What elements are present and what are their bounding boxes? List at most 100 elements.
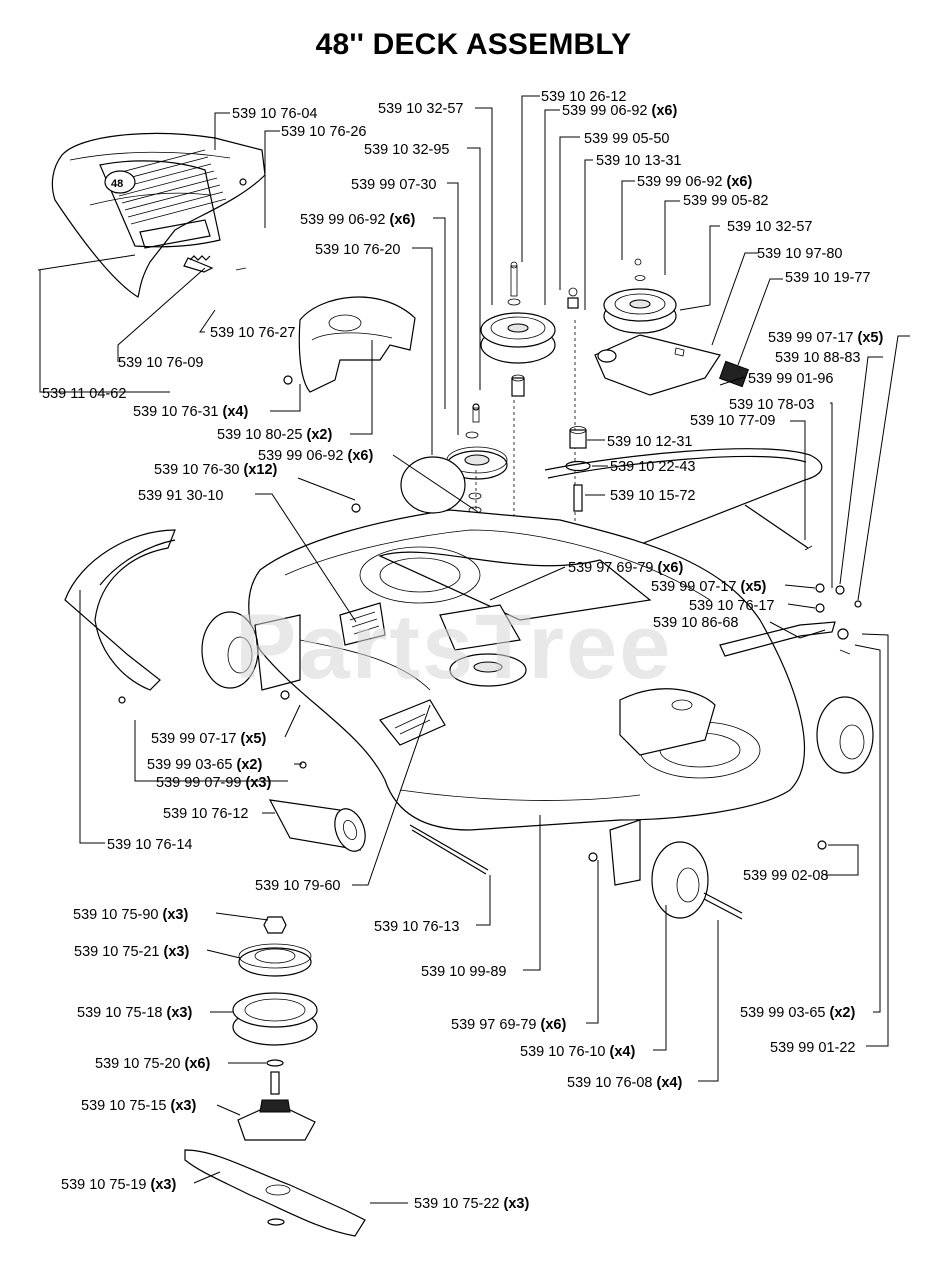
part-callout-c1: 539 10 76-04 xyxy=(232,106,317,122)
part-number: 539 99 06-92 xyxy=(562,103,647,119)
part-callout-c52: 539 10 76-10 (x4) xyxy=(520,1044,635,1060)
part-number: 539 10 32-95 xyxy=(364,142,449,158)
part-callout-c14: 539 10 76-20 xyxy=(315,242,400,258)
part-callout-c20: 539 10 88-83 xyxy=(775,350,860,366)
part-callout-c10: 539 99 06-92 (x6) xyxy=(637,174,752,190)
part-number: 539 99 05-50 xyxy=(584,131,669,147)
part-number: 539 99 03-65 xyxy=(147,757,232,773)
part-quantity: (x4) xyxy=(652,1075,682,1091)
part-callout-c11: 539 99 05-82 xyxy=(683,193,768,209)
part-number: 539 10 76-10 xyxy=(520,1044,605,1060)
part-callout-c17: 539 10 76-27 xyxy=(210,325,295,341)
part-callout-c29: 539 10 22-43 xyxy=(610,459,695,475)
part-quantity: (x3) xyxy=(499,1196,529,1212)
part-number: 539 10 22-43 xyxy=(610,459,695,475)
leader-lines xyxy=(39,95,910,1204)
part-quantity: (x2) xyxy=(825,1005,855,1021)
part-callout-c22: 539 11 04-62 xyxy=(42,386,126,402)
part-callout-c41: 539 10 76-14 xyxy=(107,837,192,853)
discharge-chute-cover: 48 xyxy=(37,132,266,298)
part-quantity: (x6) xyxy=(722,174,752,190)
anti-scalp-roller xyxy=(268,799,366,852)
part-callout-c23: 539 10 76-31 (x4) xyxy=(133,404,248,420)
part-callout-c55: 539 10 76-08 (x4) xyxy=(567,1075,682,1091)
deck-badge-emblem xyxy=(104,170,136,194)
part-number: 539 10 75-15 xyxy=(81,1098,166,1114)
part-quantity: (x6) xyxy=(653,560,683,576)
part-callout-c5: 539 99 06-92 (x6) xyxy=(562,103,677,119)
hardware xyxy=(118,375,827,862)
part-callout-c53: 539 99 01-22 xyxy=(770,1040,855,1056)
part-callout-c39: 539 99 07-99 (x3) xyxy=(156,775,271,791)
part-number: 539 10 88-83 xyxy=(775,350,860,366)
part-quantity: (x5) xyxy=(736,579,766,595)
part-number: 539 10 75-19 xyxy=(61,1177,146,1193)
part-callout-c30: 539 10 76-30 (x12) xyxy=(154,462,278,478)
belt-guard-left xyxy=(298,296,416,393)
part-quantity: (x3) xyxy=(146,1177,176,1193)
part-number: 539 10 32-57 xyxy=(378,101,463,117)
part-number: 539 10 76-09 xyxy=(118,355,203,371)
part-callout-c51: 539 10 75-20 (x6) xyxy=(95,1056,210,1072)
part-callout-c18: 539 99 07-17 (x5) xyxy=(768,330,883,346)
part-quantity: (x3) xyxy=(241,775,271,791)
spacer-stack xyxy=(565,426,591,512)
part-number: 539 10 13-31 xyxy=(596,153,681,169)
part-callout-c56: 539 10 75-19 (x3) xyxy=(61,1177,176,1193)
right-link-arm xyxy=(719,583,862,657)
part-callout-c16: 539 10 19-77 xyxy=(785,270,870,286)
mower-deck xyxy=(248,509,805,831)
part-number: 539 10 75-22 xyxy=(414,1196,499,1212)
part-callout-c4: 539 10 26-12 xyxy=(541,89,626,105)
part-callout-c54: 539 10 75-15 (x3) xyxy=(81,1098,196,1114)
part-callout-c25: 539 10 77-09 xyxy=(690,413,775,429)
part-number: 539 10 76-13 xyxy=(374,919,459,935)
part-number: 539 10 76-12 xyxy=(163,806,248,822)
part-callout-c8: 539 10 13-31 xyxy=(596,153,681,169)
part-quantity: (x3) xyxy=(159,944,189,960)
part-callout-c31: 539 91 30-10 xyxy=(138,488,223,504)
part-number: 539 99 05-82 xyxy=(683,193,768,209)
part-callout-c6: 539 10 32-95 xyxy=(364,142,449,158)
part-number: 539 10 76-17 xyxy=(689,598,774,614)
part-quantity: (x6) xyxy=(385,212,415,228)
part-callout-c32: 539 10 15-72 xyxy=(610,488,695,504)
part-callout-c37: 539 99 07-17 (x5) xyxy=(151,731,266,747)
part-quantity: (x3) xyxy=(158,907,188,923)
part-number: 539 97 69-79 xyxy=(451,1017,536,1033)
part-number: 539 10 99-89 xyxy=(421,964,506,980)
part-callout-c50: 539 97 69-79 (x6) xyxy=(451,1017,566,1033)
part-quantity: (x6) xyxy=(343,448,373,464)
part-quantity: (x3) xyxy=(162,1005,192,1021)
part-number: 539 10 79-60 xyxy=(255,878,340,894)
part-number: 539 10 76-31 xyxy=(133,404,218,420)
part-callout-c7: 539 99 05-50 xyxy=(584,131,669,147)
part-callout-c27: 539 10 12-31 xyxy=(607,434,692,450)
part-number: 539 99 07-17 xyxy=(768,330,853,346)
part-number: 539 11 04-62 xyxy=(42,386,126,402)
part-quantity: (x6) xyxy=(536,1017,566,1033)
part-quantity: (x6) xyxy=(647,103,677,119)
part-callout-c47: 539 10 99-89 xyxy=(421,964,506,980)
rods xyxy=(409,824,743,920)
part-callout-c33: 539 97 69-79 (x6) xyxy=(568,560,683,576)
part-callout-c34: 539 99 07-17 (x5) xyxy=(651,579,766,595)
idler-arm-assembly xyxy=(567,258,749,600)
part-number: 539 10 12-31 xyxy=(607,434,692,450)
part-number: 539 10 86-68 xyxy=(653,615,738,631)
part-number: 539 99 07-99 xyxy=(156,775,241,791)
part-number: 539 10 76-27 xyxy=(210,325,295,341)
part-number: 539 10 78-03 xyxy=(729,397,814,413)
part-callout-c38: 539 99 03-65 (x2) xyxy=(147,757,262,773)
part-callout-c13: 539 10 32-57 xyxy=(727,219,812,235)
part-quantity: (x5) xyxy=(853,330,883,346)
part-number: 539 10 76-20 xyxy=(315,242,400,258)
part-number: 539 10 32-57 xyxy=(727,219,812,235)
part-number: 539 97 69-79 xyxy=(568,560,653,576)
part-number: 539 91 30-10 xyxy=(138,488,223,504)
part-callout-c46: 539 10 75-21 (x3) xyxy=(74,944,189,960)
part-callout-c28: 539 99 06-92 (x6) xyxy=(258,448,373,464)
part-number: 539 99 06-92 xyxy=(300,212,385,228)
